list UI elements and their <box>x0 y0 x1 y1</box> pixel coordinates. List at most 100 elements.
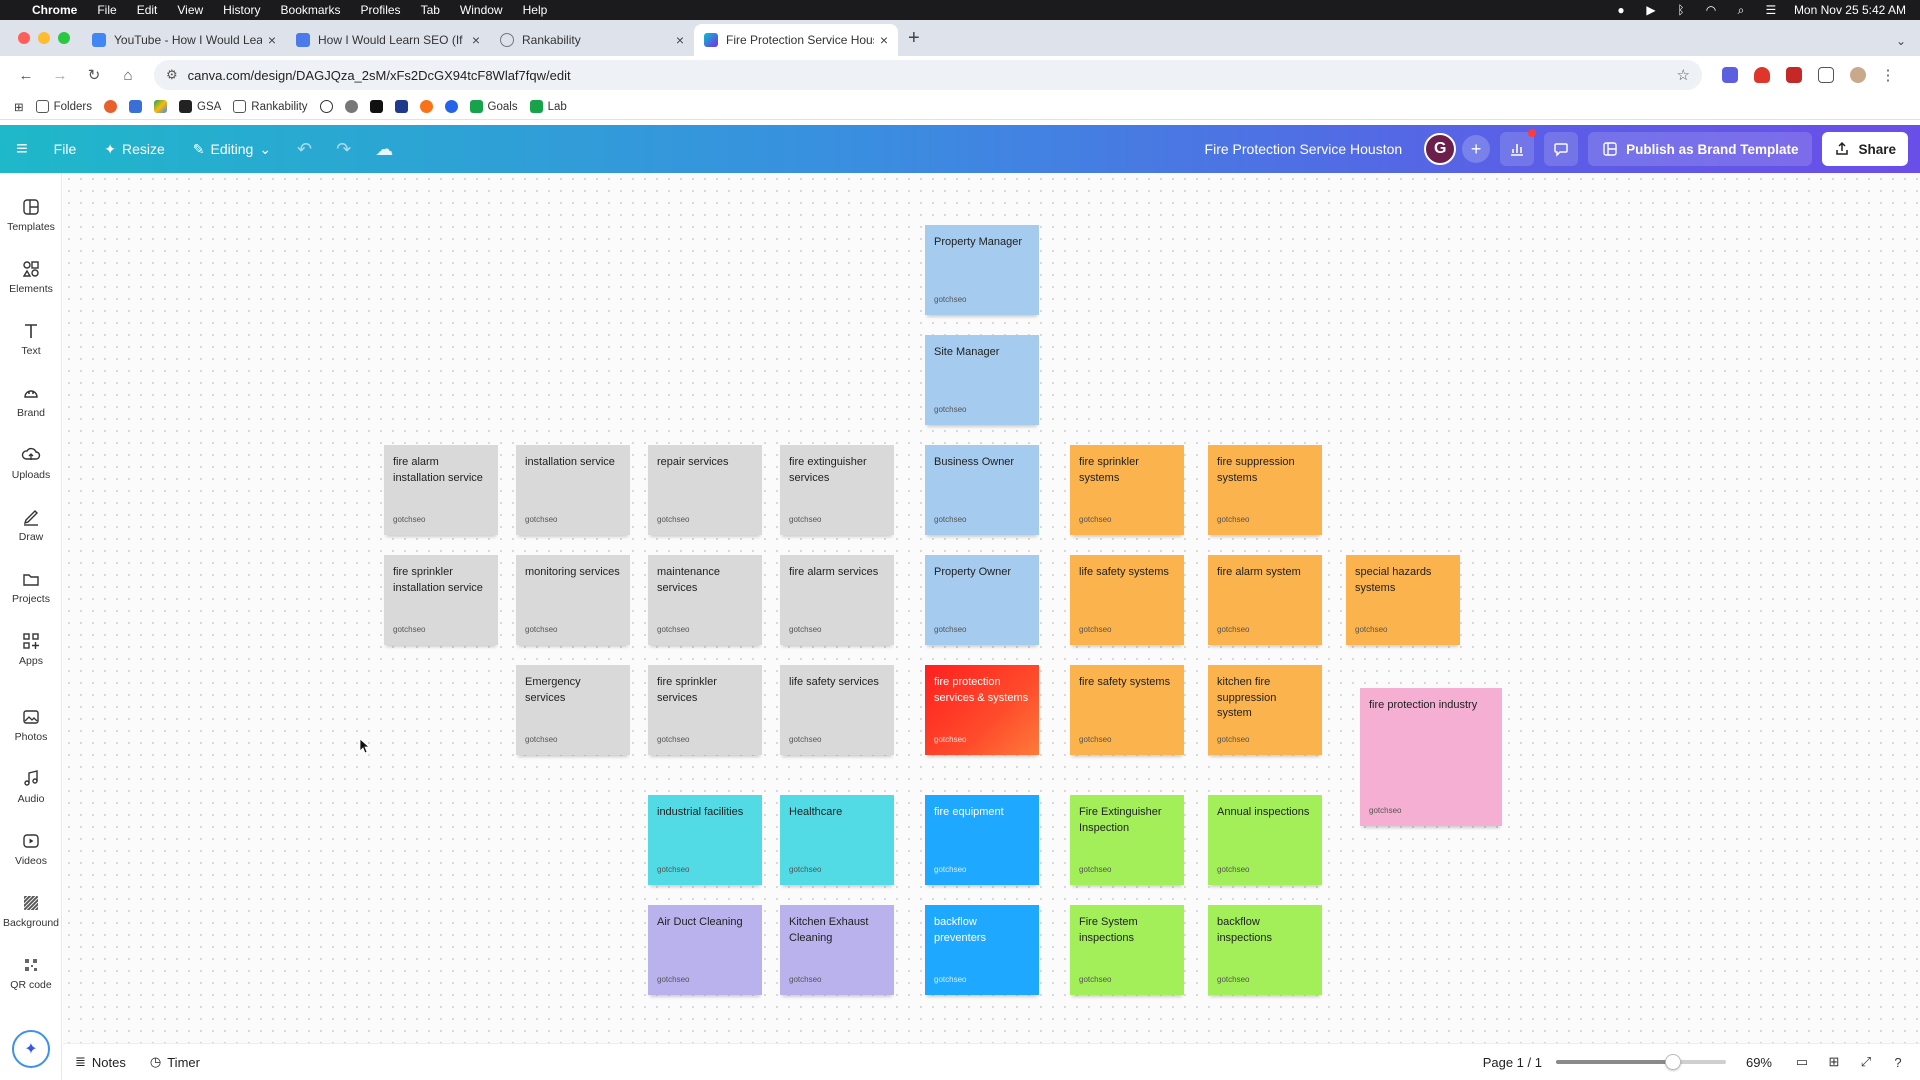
side-item-text[interactable]: Text <box>0 321 62 357</box>
tab-search-icon[interactable]: ⌄ <box>1895 34 1906 48</box>
tab-fire-protection[interactable]: Fire Protection Service Houst × <box>694 24 898 56</box>
menu-profiles[interactable]: Profiles <box>360 3 401 17</box>
side-item-background[interactable]: Background <box>0 893 62 929</box>
bookmark-calendar[interactable] <box>129 100 142 113</box>
minimize-window-icon[interactable] <box>38 32 50 44</box>
file-menu-button[interactable]: File <box>53 141 77 157</box>
document-title[interactable]: Fire Protection Service Houston <box>1204 141 1403 157</box>
extension-shield-icon[interactable] <box>1754 67 1770 83</box>
grid-view-icon[interactable]: ⊞ <box>1828 1054 1840 1069</box>
side-item-draw[interactable]: Draw <box>0 507 62 543</box>
timer-button[interactable]: ◷Timer <box>150 1054 200 1070</box>
extension-pdf-icon[interactable] <box>1786 67 1802 83</box>
comment-icon[interactable] <box>1544 132 1579 166</box>
side-item-audio[interactable]: Audio <box>0 769 62 805</box>
back-icon[interactable]: ← <box>18 66 34 84</box>
forward-icon[interactable]: → <box>52 66 68 84</box>
side-item-brand[interactable]: Brand <box>0 383 62 419</box>
bookmark-link[interactable] <box>419 100 433 113</box>
reload-icon[interactable]: ↻ <box>87 67 101 84</box>
side-item-templates[interactable]: Templates <box>0 197 62 233</box>
fullscreen-icon[interactable]: ⤢ <box>1860 1054 1872 1069</box>
url-text[interactable]: canva.com/design/DAGJQza_2sM/xFs2DcGX94t… <box>187 67 571 83</box>
redo-icon[interactable]: ↷ <box>336 138 352 159</box>
side-item-videos[interactable]: Videos <box>0 831 62 867</box>
tab-learn-seo[interactable]: How I Would Learn SEO (If I C × <box>286 24 490 56</box>
zoom-level[interactable]: 69% <box>1745 1054 1772 1070</box>
side-item-elements[interactable]: Elements <box>0 259 62 295</box>
menu-history[interactable]: History <box>223 3 261 17</box>
resize-button[interactable]: ✦Resize <box>90 132 179 166</box>
profile-avatar-icon[interactable] <box>1850 67 1866 83</box>
close-window-icon[interactable] <box>18 32 30 44</box>
site-info-icon[interactable]: ⚙ <box>166 67 178 82</box>
zoom-slider[interactable] <box>1555 1054 1726 1070</box>
menu-window[interactable]: Window <box>459 3 503 17</box>
record-icon[interactable]: ● <box>1617 3 1625 17</box>
browser-menu-icon[interactable]: ⋮ <box>1880 67 1896 84</box>
side-item-apps[interactable]: Apps <box>0 631 62 667</box>
menu-edit[interactable]: Edit <box>136 3 158 17</box>
apps-grid-icon[interactable]: ⊞ <box>14 101 24 114</box>
share-button[interactable]: Share <box>1822 132 1908 166</box>
extension-d-icon[interactable] <box>1722 67 1738 83</box>
bookmark-circle[interactable] <box>319 100 333 113</box>
bluetooth-icon[interactable]: ᛒ <box>1677 3 1685 17</box>
maximize-window-icon[interactable] <box>58 32 70 44</box>
bookmark-goals[interactable]: Goals <box>469 100 518 113</box>
bookmark-folders[interactable]: Folders <box>35 100 92 113</box>
menu-help[interactable]: Help <box>522 3 548 17</box>
undo-icon[interactable]: ↶ <box>297 138 313 159</box>
user-avatar[interactable]: G <box>1424 133 1457 165</box>
address-bar[interactable]: ⚙ canva.com/design/DAGJQza_2sM/xFs2DcGX9… <box>154 60 1702 90</box>
bookmark-h[interactable] <box>369 100 383 113</box>
close-tab-icon[interactable]: × <box>267 32 276 48</box>
side-item-uploads[interactable]: Uploads <box>0 445 62 481</box>
side-item-qr-code[interactable]: QR code <box>0 955 62 991</box>
control-center-icon[interactable]: ☰ <box>1765 3 1777 17</box>
bookmark-star-icon[interactable]: ☆ <box>1676 67 1690 84</box>
bookmark-rankability[interactable]: Rankability <box>233 100 308 113</box>
page-indicator[interactable]: Page 1 / 1 <box>1482 1054 1542 1070</box>
wifi-icon[interactable]: ◠ <box>1705 3 1717 17</box>
bookmark-c[interactable] <box>444 100 458 113</box>
play-icon[interactable]: ▶ <box>1646 3 1656 17</box>
home-icon[interactable]: ⌂ <box>123 66 133 84</box>
bookmark-lab[interactable]: Lab <box>529 100 567 113</box>
tab-rankability[interactable]: Rankability × <box>490 24 694 56</box>
close-tab-icon[interactable]: × <box>471 32 480 48</box>
editing-mode-button[interactable]: ✎Editing⌄ <box>179 132 285 166</box>
close-tab-icon[interactable]: × <box>675 32 684 48</box>
notes-button[interactable]: ≣Notes <box>75 1054 126 1070</box>
zoom-slider-handle[interactable] <box>1665 1054 1682 1070</box>
